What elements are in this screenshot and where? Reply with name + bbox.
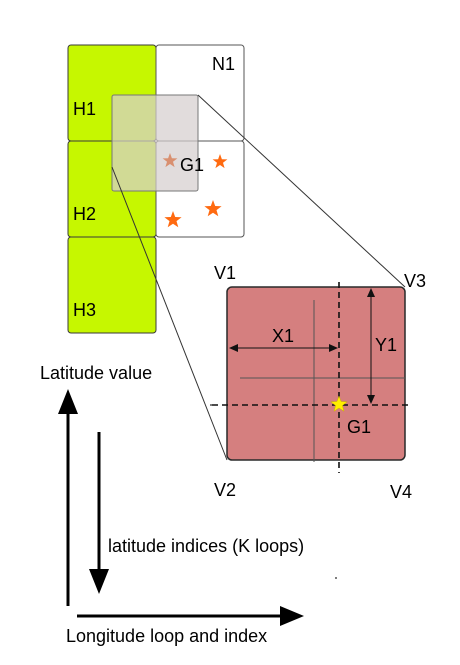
n1-stars	[162, 153, 228, 228]
x1-label: X1	[272, 326, 294, 346]
stray-dot	[335, 577, 337, 579]
selection-overlay	[111, 94, 199, 192]
zoom-g1-label: G1	[347, 417, 371, 437]
star-icon	[330, 395, 348, 412]
h3-cell	[67, 236, 157, 334]
latitude-indices-label: latitude indices (K loops)	[108, 536, 304, 556]
h3-label: H3	[73, 300, 96, 320]
h2-label: H2	[73, 204, 96, 224]
v3-label: V3	[404, 271, 426, 291]
n1-label: N1	[212, 54, 235, 74]
zoom-cell	[226, 286, 406, 461]
longitude-label: Longitude loop and index	[66, 626, 267, 646]
h1-label: H1	[73, 99, 96, 119]
star-icon	[212, 154, 228, 169]
zoom-line-bottom	[111, 166, 228, 461]
star-icon	[164, 211, 182, 228]
stray-dot	[210, 404, 212, 406]
y1-label: Y1	[375, 335, 397, 355]
latitude-indices-arrow	[89, 432, 109, 594]
zoom-line-top	[197, 94, 406, 288]
longitude-arrow	[77, 606, 304, 626]
v4-label: V4	[390, 482, 412, 502]
v2-label: V2	[214, 480, 236, 500]
v1-label: V1	[214, 263, 236, 283]
x1-measure	[229, 344, 338, 352]
latitude-value-label: Latitude value	[40, 363, 152, 383]
star-icon	[204, 200, 222, 217]
y1-measure	[367, 288, 375, 404]
latitude-arrow	[58, 389, 78, 606]
star-icon	[162, 153, 178, 168]
g1-label: G1	[180, 155, 204, 175]
